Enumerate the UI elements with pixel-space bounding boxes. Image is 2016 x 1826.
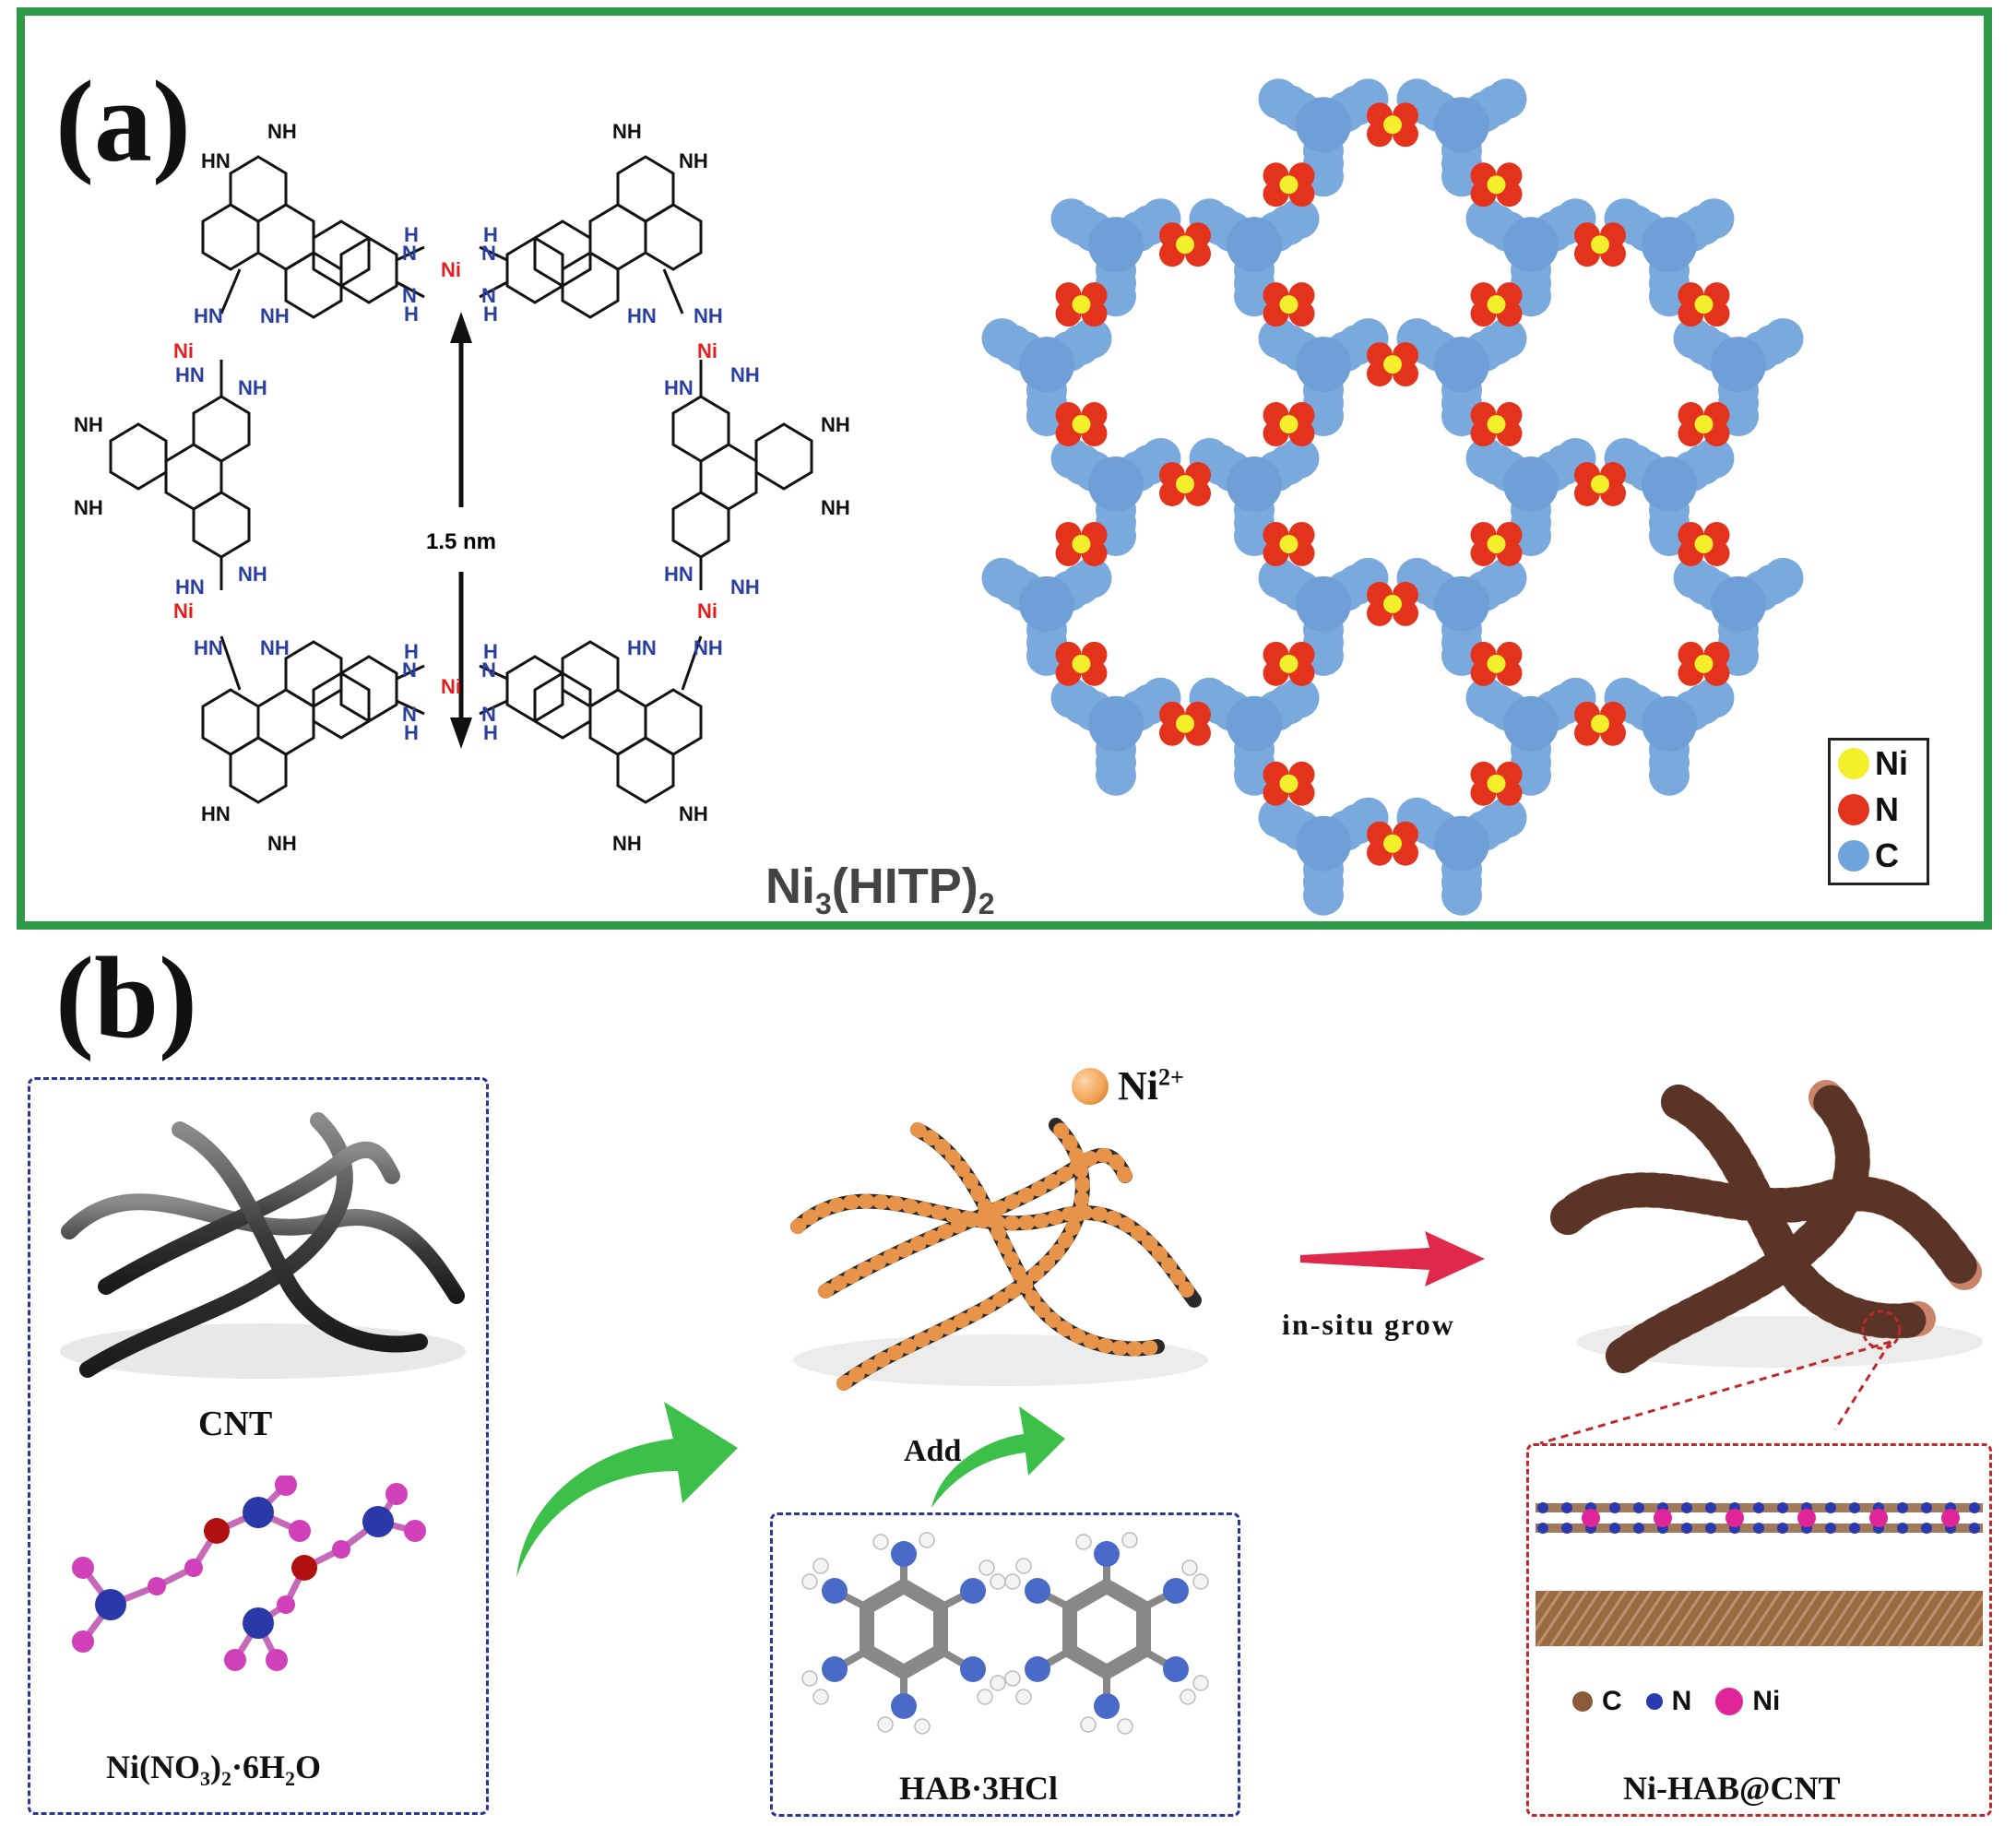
svg-text:NH: NH [238, 563, 267, 586]
svg-text:NH: NH [730, 363, 760, 386]
svg-text:H: H [483, 721, 498, 744]
svg-text:HN: HN [664, 376, 694, 399]
cnt-illustration [60, 1112, 466, 1379]
svg-text:N: N [481, 242, 496, 265]
green-arrow-add [931, 1406, 1065, 1508]
nickel-salt-label: Ni(NO3)2·6H2O [106, 1749, 322, 1791]
hab-molecule-right [1004, 1532, 1209, 1735]
reagents-box [28, 1077, 489, 1815]
hab-molecules [801, 1532, 1209, 1735]
ring-bonds [109, 155, 813, 804]
svg-text:NH: NH [694, 636, 723, 659]
svg-text:NH: NH [679, 149, 708, 172]
svg-text:N: N [402, 703, 417, 726]
svg-text:NH: NH [679, 802, 708, 825]
panel-b-letter: (b) [55, 934, 197, 1062]
product-zoom-box [1526, 1443, 1992, 1817]
cnt-label: CNT [198, 1405, 273, 1443]
svg-text:H: H [483, 223, 498, 246]
ni-center-labels: Ni Ni Ni Ni Ni Ni [173, 258, 717, 698]
svg-text:HN: HN [664, 563, 694, 586]
svg-text:H: H [404, 223, 419, 246]
legend-swatch-n [1838, 794, 1869, 825]
svg-text:NH: NH [821, 413, 850, 436]
legend-item-n: N [1831, 787, 1927, 833]
panel-a-frame [17, 7, 1992, 930]
pore-size-label: 1.5 nm [426, 529, 496, 554]
svg-text:HN: HN [194, 636, 223, 659]
ni-label-bottom: Ni [441, 675, 461, 698]
svg-text:HN: HN [627, 304, 657, 327]
svg-text:NH: NH [694, 304, 723, 327]
add-label: Add [904, 1434, 962, 1468]
nickel-ion-label: Ni2+ [1118, 1063, 1184, 1109]
svg-text:N: N [402, 658, 417, 682]
svg-text:H: H [404, 302, 419, 326]
terminal-amine-labels: HN NH NH NH NH NH NH NH HN NH NH NH [74, 120, 850, 855]
ni-label-lower-right: Ni [697, 599, 717, 622]
step-label: in-situ grow [1282, 1308, 1455, 1341]
svg-text:NH: NH [74, 496, 103, 519]
product-illustration [1550, 1080, 1983, 1373]
hab-label: HAB·3HCl [899, 1770, 1059, 1807]
svg-text:NH: NH [260, 636, 290, 659]
svg-text:HN: HN [175, 363, 205, 386]
svg-text:NH: NH [238, 376, 267, 399]
legend-item-c: C [1831, 833, 1927, 879]
ni-label-upper-left: Ni [173, 339, 194, 362]
svg-text:H: H [483, 302, 498, 326]
svg-text:NH: NH [730, 575, 760, 599]
legend-swatch-ni-b [1715, 1688, 1744, 1715]
svg-text:NH: NH [612, 832, 642, 855]
hab-molecule-left [801, 1532, 1006, 1735]
panel-a-letter: (a) [55, 58, 191, 186]
svg-text:N: N [481, 658, 496, 682]
svg-text:NH: NH [267, 120, 297, 143]
svg-text:N: N [481, 284, 496, 307]
svg-text:H: H [404, 721, 419, 744]
svg-text:NH: NH [612, 120, 642, 143]
ni-label-top: Ni [441, 258, 461, 281]
nickel-nitrate-molecules [72, 1476, 426, 1671]
framework-formula: Ni3(HITP)2 [765, 859, 995, 920]
atom-legend-b: C N Ni [1572, 1686, 1780, 1717]
legend-swatch-c-b [1572, 1691, 1593, 1712]
svg-text:NH: NH [74, 413, 103, 436]
svg-text:N: N [402, 242, 417, 265]
svg-text:NH: NH [821, 496, 850, 519]
framework-spacefill-model [981, 78, 1804, 916]
hitp-structure-diagram: 1.5 nm Ni Ni Ni Ni Ni Ni HN HN NH NH HN … [74, 120, 850, 855]
legend-swatch-n-b [1645, 1693, 1663, 1710]
layered-structure-illustration [1536, 1502, 1983, 1647]
atom-legend-a: Ni N C [1828, 738, 1929, 885]
svg-text:HN: HN [201, 149, 231, 172]
svg-text:H: H [483, 640, 498, 663]
svg-text:HN: HN [175, 575, 205, 599]
green-arrow-to-cnt [516, 1402, 738, 1577]
svg-text:N: N [481, 703, 496, 726]
nickel-ion-icon [1072, 1068, 1109, 1105]
svg-text:NH: NH [267, 832, 297, 855]
legend-item-ni: Ni [1831, 741, 1927, 787]
cnt-with-ions-illustration [790, 1118, 1208, 1391]
pore-size-arrow [450, 312, 472, 749]
svg-text:NH: NH [260, 304, 290, 327]
ni-label-upper-right: Ni [697, 339, 717, 362]
svg-text:N: N [402, 284, 417, 307]
red-arrow-grow [1300, 1231, 1485, 1286]
svg-text:HN: HN [627, 636, 657, 659]
legend-swatch-ni [1838, 748, 1869, 779]
zoom-callout-lines [1539, 1340, 1892, 1445]
coordinated-amine-labels: HN HN NH NH HN HN NH NH HN NH HN NH HN N… [175, 223, 760, 744]
svg-text:HN: HN [194, 304, 223, 327]
legend-swatch-c [1838, 840, 1869, 872]
ni-label-lower-left: Ni [173, 599, 194, 622]
svg-text:HN: HN [201, 802, 231, 825]
svg-text:H: H [404, 640, 419, 663]
product-label: Ni-HAB@CNT [1623, 1770, 1841, 1807]
hab-box [770, 1512, 1240, 1817]
